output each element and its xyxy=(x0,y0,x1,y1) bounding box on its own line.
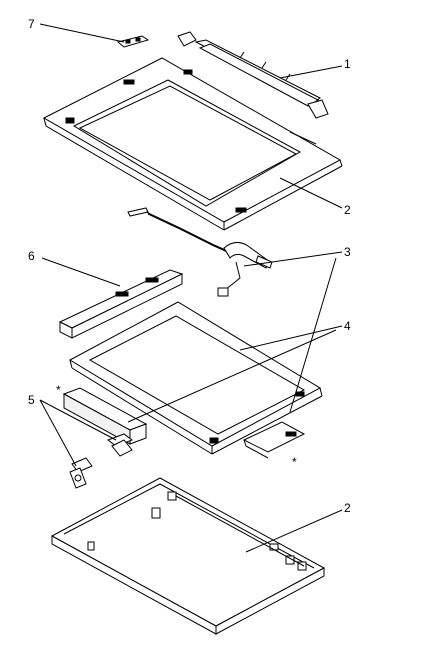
part-1-bar xyxy=(177,31,329,119)
callout-6: 6 xyxy=(28,249,35,263)
asterisk-left: * xyxy=(56,383,61,397)
part-5-hinge-left xyxy=(69,457,93,489)
callout-3: 3 xyxy=(344,245,351,259)
callout-4: 4 xyxy=(344,319,351,333)
asterisk-part-right-board xyxy=(242,421,306,459)
part-2-bottom-cover xyxy=(50,477,326,635)
part-2-top-frame xyxy=(42,57,343,231)
callout-2-top: 2 xyxy=(344,203,351,217)
part-5-hinge-right xyxy=(106,433,134,457)
part-7-bracket xyxy=(116,35,150,48)
callout-5: 5 xyxy=(28,393,35,407)
asterisk-part-left-block xyxy=(62,387,148,445)
callout-2-bottom: 2 xyxy=(344,501,351,515)
callout-1: 1 xyxy=(344,57,351,71)
callout-labels: 7 1 2 3 6 4 * 5 * 2 xyxy=(28,17,351,515)
leader-lines xyxy=(39,23,343,553)
asterisk-right: * xyxy=(292,455,297,469)
callout-7: 7 xyxy=(28,17,35,31)
part-3-cable xyxy=(127,207,273,297)
part-4-lcd-panel xyxy=(68,301,323,455)
part-6-board xyxy=(58,269,184,339)
